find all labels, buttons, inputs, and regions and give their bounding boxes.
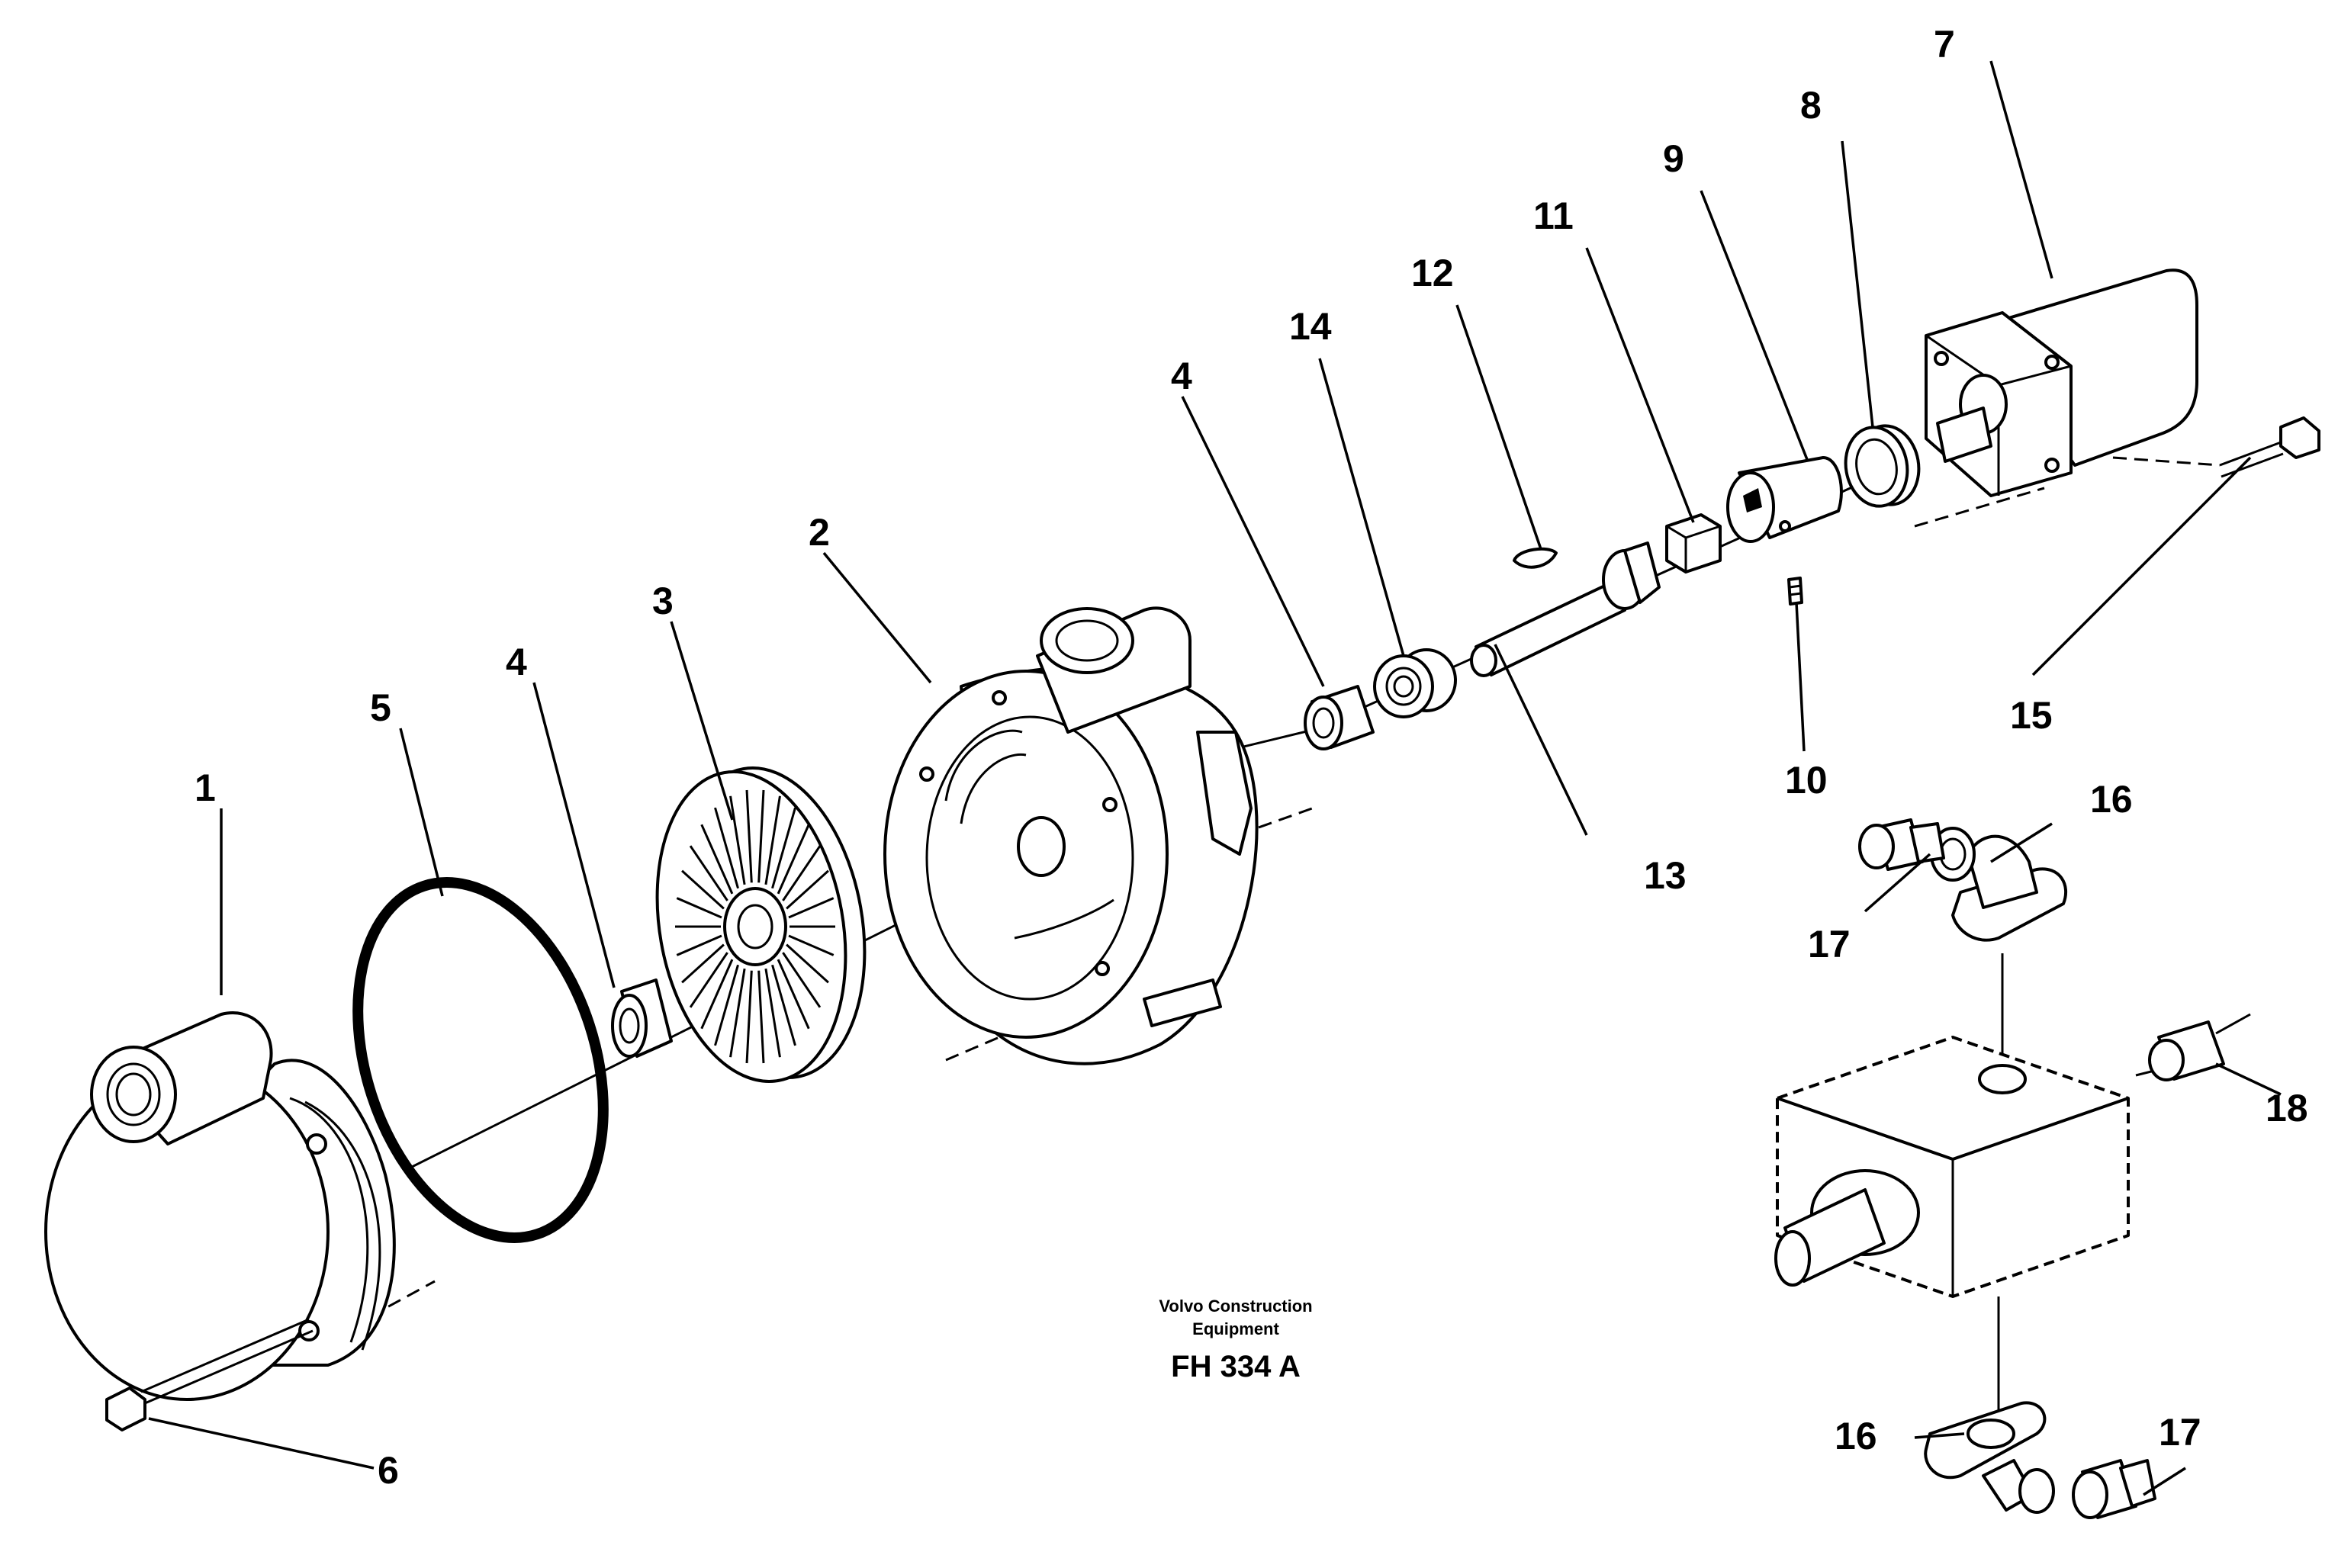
callout-15: 15: [2010, 694, 2053, 737]
impeller-blade: [700, 824, 734, 895]
impeller-blade: [729, 968, 746, 1058]
gearbox-pump-drive: [1774, 953, 2130, 1419]
part-16-elbow-flange-upper: [1930, 827, 2068, 942]
part-17-fitting-lower: [2072, 1459, 2156, 1519]
impeller-blade: [771, 807, 796, 889]
part-1-pump-cover: [44, 1011, 396, 1401]
impeller-blade: [771, 964, 796, 1046]
callout-2: 2: [809, 511, 830, 554]
callout-17-lower: 17: [2159, 1411, 2201, 1454]
caption-manufacturer-line2: Equipment: [1192, 1319, 1279, 1338]
impeller-blade: [788, 934, 835, 956]
impeller-blade: [729, 795, 746, 885]
part-3-impeller: [655, 766, 867, 1083]
callout-5: 5: [370, 686, 391, 729]
impeller-blade: [777, 824, 810, 895]
impeller-blade: [764, 968, 781, 1058]
impeller-blade: [782, 845, 822, 901]
part-6-bolt: [105, 1318, 314, 1431]
impeller-blade: [786, 869, 829, 910]
part-14-bearing: [1373, 648, 1457, 718]
part-9-coupling: [1726, 456, 1843, 543]
callout-17-upper: 17: [1808, 923, 1851, 966]
part-4-bushing-lower: [611, 978, 673, 1058]
callout-8: 8: [1800, 84, 1822, 127]
impeller-blade: [676, 934, 722, 956]
figure-caption: Volvo Construction Equipment FH 334 A: [1159, 1296, 1312, 1383]
part-15-bolt: [2219, 416, 2320, 478]
callout-14: 14: [1289, 305, 1332, 348]
part-16-flange-lower: [1924, 1401, 2055, 1514]
impeller-blade: [786, 943, 829, 984]
figure-code: FH 334 A: [1171, 1350, 1301, 1383]
impeller-blade: [745, 970, 753, 1064]
impeller-blade: [764, 795, 781, 885]
impeller-blade: [777, 959, 810, 1030]
part-17-fitting-upper: [1858, 818, 1945, 871]
part-12-key: [1513, 547, 1558, 569]
impeller-blades: [675, 789, 835, 1064]
impeller-blade: [757, 970, 765, 1064]
callout-13: 13: [1644, 854, 1687, 897]
impeller-blade: [714, 964, 739, 1046]
callout-11: 11: [1533, 194, 1574, 237]
callout-18: 18: [2266, 1087, 2308, 1129]
impeller-blade: [745, 789, 753, 883]
callout-12: 12: [1411, 252, 1454, 294]
callout-10: 10: [1785, 759, 1828, 802]
impeller-blade: [782, 952, 822, 1008]
part-2-pump-housing: [883, 606, 1259, 1065]
callout-labels: 1 2 3 4 4 5 6 7 8 9 10 11 12 13 14 15 16…: [195, 23, 2308, 1492]
impeller-blade: [689, 845, 728, 901]
part-10-set-screw: [1787, 577, 1803, 606]
impeller-blade: [681, 869, 725, 910]
callout-16-lower: 16: [1835, 1415, 1877, 1457]
callout-7: 7: [1934, 23, 1955, 66]
part-4-bushing-upper: [1304, 685, 1375, 750]
part-13-shaft: [1470, 541, 1661, 677]
callout-9: 9: [1663, 137, 1684, 180]
callout-4-lower: 4: [506, 641, 527, 683]
impeller-blade: [700, 959, 734, 1030]
callout-3: 3: [652, 580, 674, 622]
part-18-fitting: [2135, 1013, 2251, 1081]
callout-leader-lines: [148, 60, 2282, 1496]
part-8-seal-ring: [1844, 424, 1921, 508]
impeller-blade: [714, 807, 739, 889]
part-5-o-ring: [352, 877, 609, 1243]
callout-4-upper: 4: [1171, 355, 1192, 397]
impeller-blade: [689, 952, 728, 1008]
part-7-motor: [1925, 268, 2198, 497]
callout-1: 1: [195, 766, 216, 809]
callout-6: 6: [378, 1449, 399, 1492]
impeller-blade: [788, 897, 835, 919]
impeller-blade: [681, 943, 725, 984]
callout-16-upper: 16: [2090, 778, 2133, 821]
caption-manufacturer-line1: Volvo Construction: [1159, 1296, 1312, 1316]
part-11-coupling-block: [1665, 513, 1722, 574]
impeller-blade: [757, 789, 765, 883]
impeller-blade: [676, 897, 722, 919]
